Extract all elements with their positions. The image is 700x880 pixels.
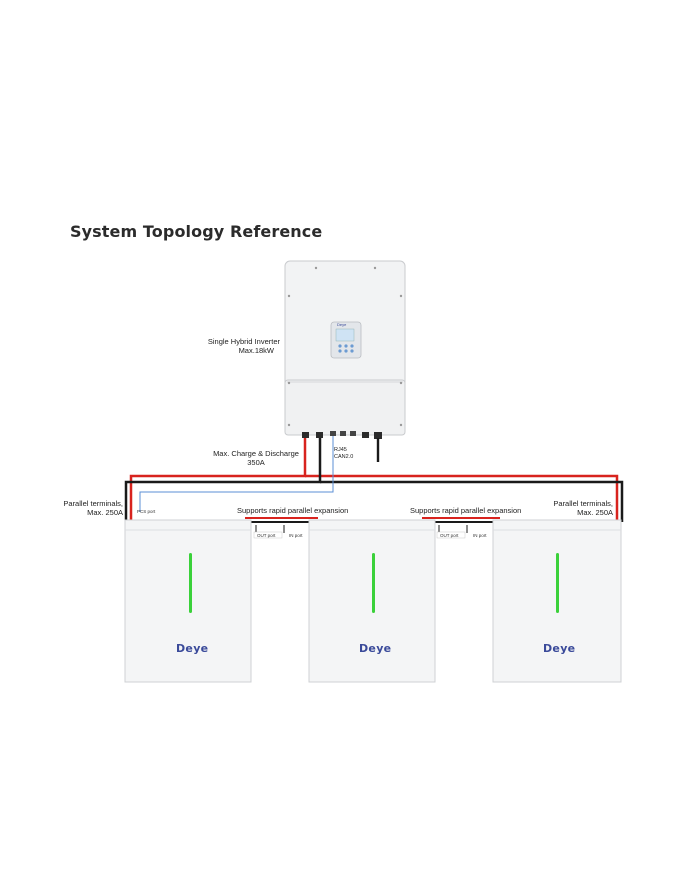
- battery-1-logo: Deye: [176, 642, 209, 655]
- battery-2: [308, 519, 436, 683]
- in-port-label-2: IN port: [473, 533, 487, 538]
- out-port-label-1: OUT port: [257, 533, 276, 538]
- inverter-label: Single Hybrid Inverter Max.18kW: [207, 337, 280, 355]
- battery-3: [492, 519, 622, 683]
- in-port-label-1: IN port: [289, 533, 303, 538]
- battery-2-led: [372, 553, 375, 613]
- battery-1-led: [189, 553, 192, 613]
- dc-cables: [124, 438, 624, 522]
- comm-cable: [139, 436, 334, 512]
- pcs-port-label: PCS port: [137, 509, 156, 514]
- page-title: System Topology Reference: [70, 222, 323, 241]
- comm-label: RJ45 CAN2.0: [334, 447, 354, 460]
- battery-3-logo: Deye: [543, 642, 576, 655]
- expansion-label-2: Supports rapid parallel expansion: [410, 506, 522, 515]
- battery-2-logo: Deye: [359, 642, 392, 655]
- charge-discharge-label: Max. Charge & Discharge 350A: [213, 449, 299, 467]
- parallel-terminals-left: Parallel terminals, Max. 250A: [63, 499, 123, 517]
- battery-1: [124, 519, 252, 683]
- expansion-label-1: Supports rapid parallel expansion: [237, 506, 349, 515]
- inverter-screen: [330, 321, 362, 359]
- out-port-label-2: OUT port: [440, 533, 459, 538]
- battery-3-led: [556, 553, 559, 613]
- parallel-terminals-right: Parallel terminals, Max. 250A: [553, 499, 613, 517]
- hybrid-inverter: [284, 260, 406, 462]
- inverter-screen-logo: Deye: [337, 322, 347, 327]
